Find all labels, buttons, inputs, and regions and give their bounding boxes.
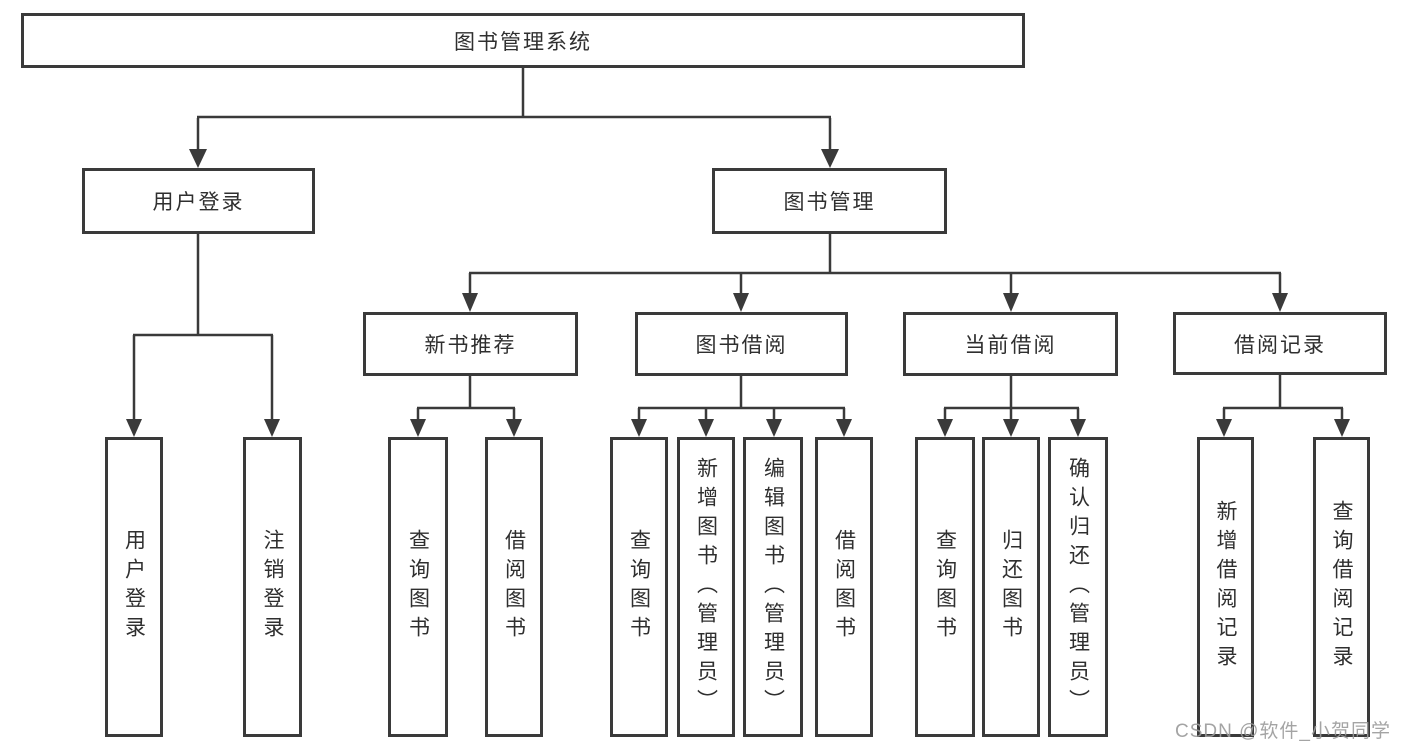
leaf-return-books: 归还图书	[982, 437, 1040, 737]
leaf-borrow-books: 借阅图书	[815, 437, 873, 737]
arrowheads	[126, 149, 1350, 437]
node-borrow-records: 借阅记录	[1173, 312, 1387, 375]
leaf-query-books-borrow: 查询图书	[610, 437, 668, 737]
node-book-borrow: 图书借阅	[635, 312, 848, 376]
leaf-query-borrow-record: 查询借阅记录	[1313, 437, 1370, 737]
leaf-user-login: 用户登录	[105, 437, 163, 737]
leaf-query-books-current: 查询图书	[915, 437, 975, 737]
leaf-query-books-recommend: 查询图书	[388, 437, 448, 737]
leaf-confirm-return-admin: 确认归还（管理员）	[1048, 437, 1108, 737]
node-user-login: 用户登录	[82, 168, 315, 234]
node-book-management: 图书管理	[712, 168, 947, 234]
leaf-add-book-admin: 新增图书（管理员）	[677, 437, 735, 737]
node-root-library-system: 图书管理系统	[21, 13, 1025, 68]
leaf-borrow-books-recommend: 借阅图书	[485, 437, 543, 737]
leaf-add-borrow-record: 新增借阅记录	[1197, 437, 1254, 737]
leaf-edit-book-admin: 编辑图书（管理员）	[743, 437, 803, 737]
node-current-borrow: 当前借阅	[903, 312, 1118, 376]
csdn-watermark: CSDN @软件_小贺同学	[1175, 721, 1391, 742]
leaf-logout: 注销登录	[243, 437, 302, 737]
node-new-book-recommend: 新书推荐	[363, 312, 578, 376]
